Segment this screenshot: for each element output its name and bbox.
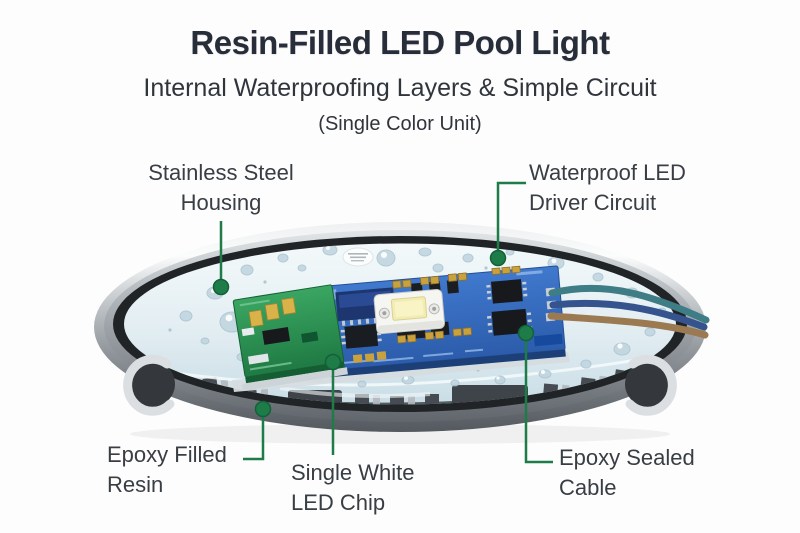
cable-wires	[545, 284, 710, 339]
left-rim-hook	[123, 354, 175, 416]
unit-type-note: (Single Color Unit)	[318, 113, 482, 135]
callout-line: Single White	[291, 460, 415, 485]
dot-stainless-housing	[212, 278, 230, 296]
callout-line: Epoxy Filled	[107, 442, 227, 467]
callout-line: Housing	[180, 190, 262, 215]
leader-led-driver	[496, 181, 526, 257]
dot-led-chip	[324, 353, 342, 371]
callout-line: Cable	[559, 475, 617, 500]
pcb-label-tag	[533, 333, 563, 347]
callout-epoxy-filled-resin: Epoxy Filled Resin	[107, 440, 227, 500]
callout-line: Epoxy Sealed	[559, 445, 695, 470]
callout-epoxy-sealed-cable: Epoxy Sealed Cable	[559, 443, 695, 503]
leader-epoxy-resin	[243, 409, 265, 461]
callout-leader-lines	[219, 181, 553, 464]
callout-line: Resin	[107, 472, 164, 497]
wire-teal	[548, 284, 710, 324]
callout-waterproof-led-driver: Waterproof LED Driver Circuit	[529, 158, 686, 218]
green-pcb-caps	[248, 297, 297, 328]
callout-line: Driver Circuit	[529, 190, 657, 215]
ground-shadow	[130, 424, 670, 444]
callout-stainless-steel-housing: Stainless Steel Housing	[101, 158, 341, 218]
callout-line: LED Chip	[291, 490, 386, 515]
dot-led-driver	[489, 249, 507, 267]
resin-stamp-oval	[342, 247, 374, 267]
driver-pcb-blue	[322, 265, 566, 378]
page-subtitle: Internal Waterproofing Layers & Simple C…	[143, 74, 657, 102]
page-title: Resin-Filled LED Pool Light	[190, 24, 610, 61]
solder-pads	[392, 265, 521, 344]
leader-sealed-cable	[524, 333, 553, 464]
right-rim-hook	[625, 354, 677, 416]
green-pcb-chip	[262, 327, 291, 345]
driver-pcb-green	[232, 284, 348, 391]
dot-epoxy-resin	[254, 400, 272, 418]
callout-line: Waterproof LED	[529, 160, 686, 185]
led-module	[373, 289, 445, 334]
wire-navy	[549, 299, 708, 331]
callout-line: Stainless Steel	[148, 160, 294, 185]
dot-sealed-cable	[517, 324, 535, 342]
callout-dots	[212, 249, 535, 418]
driver-right-ics	[486, 279, 533, 336]
callout-single-white-led-chip: Single White LED Chip	[291, 458, 415, 518]
wire-brown	[547, 312, 709, 339]
